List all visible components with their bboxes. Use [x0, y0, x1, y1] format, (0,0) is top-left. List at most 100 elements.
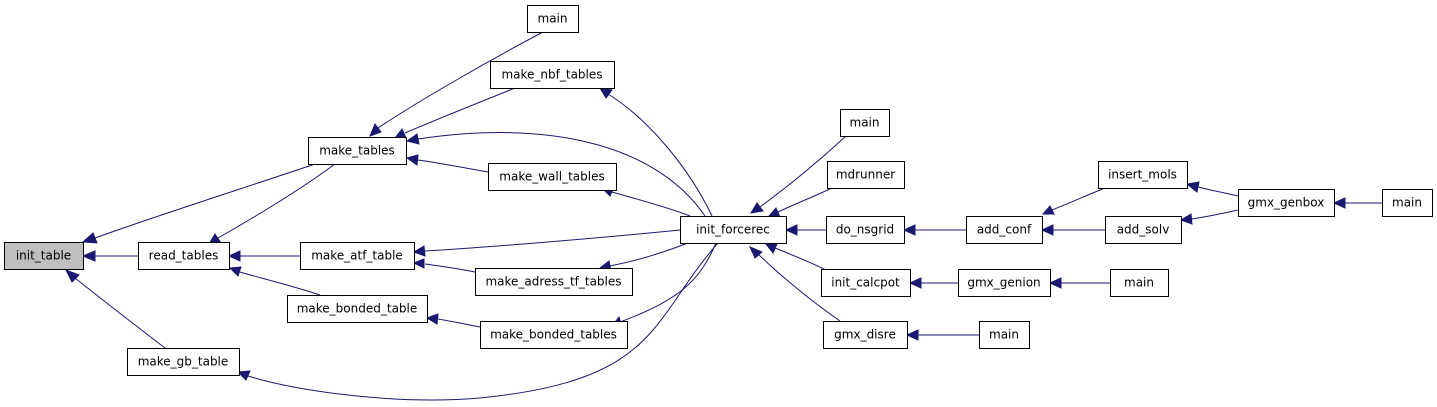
- edge-line: [757, 253, 841, 322]
- node-gmx-genion[interactable]: gmx_genion: [958, 269, 1051, 297]
- node-box[interactable]: [1382, 189, 1433, 217]
- node-do-nsgrid[interactable]: do_nsgrid: [826, 216, 905, 244]
- node-box[interactable]: [958, 269, 1051, 297]
- node-make-nbf-tables[interactable]: make_nbf_tables: [490, 61, 615, 89]
- arrow-head-icon: [764, 243, 778, 254]
- node-init-calcpot[interactable]: init_calcpot: [821, 269, 911, 297]
- edge-gmx_genbox-to-add_solv: [1179, 209, 1239, 225]
- node-box[interactable]: [300, 242, 415, 270]
- node-box[interactable]: [979, 321, 1030, 349]
- edge-init_forcerec-to-make_tables: [405, 132, 706, 217]
- edge-line: [774, 247, 827, 271]
- edge-make_nbf_tables-to-make_tables: [393, 87, 516, 139]
- arrow-head-icon: [767, 207, 781, 218]
- edge-line: [94, 163, 316, 239]
- node-main-top[interactable]: main: [527, 5, 579, 33]
- node-insert-mols[interactable]: insert_mols: [1098, 161, 1188, 189]
- node-box[interactable]: [138, 242, 230, 270]
- edge-line: [247, 242, 719, 401]
- node-box[interactable]: [826, 216, 905, 244]
- edge-init_calcpot-to-init_forcerec: [764, 243, 827, 271]
- arrow-head-icon: [81, 250, 96, 262]
- arrow-head-icon: [1041, 205, 1055, 215]
- node-mdrunner[interactable]: mdrunner: [827, 161, 905, 189]
- node-box[interactable]: [823, 321, 908, 349]
- node-box[interactable]: [1238, 189, 1335, 217]
- arrow-head-icon: [64, 269, 80, 283]
- edge-read_tables-to-init_table: [81, 250, 138, 262]
- node-label: init_calcpot: [831, 276, 900, 290]
- node-label: insert_mols: [1108, 168, 1177, 182]
- node-gmx-genbox[interactable]: gmx_genbox: [1238, 189, 1335, 217]
- edge-line: [759, 135, 847, 208]
- node-box[interactable]: [475, 268, 633, 296]
- node-box[interactable]: [127, 348, 240, 376]
- node-box[interactable]: [827, 161, 905, 189]
- edge-do_nsgrid-to-init_forcerec: [784, 224, 826, 236]
- node-make-adress-tf-tables[interactable]: make_adress_tf_tables: [475, 268, 633, 296]
- node-box[interactable]: [680, 216, 787, 244]
- node-make-tables[interactable]: make_tables: [308, 137, 407, 165]
- edge-line: [611, 191, 691, 217]
- node-label: mdrunner: [836, 168, 895, 182]
- node-init-table[interactable]: init_table: [4, 242, 84, 270]
- node-label: init_forcerec: [696, 223, 770, 237]
- node-main-genion[interactable]: main: [1110, 269, 1169, 297]
- node-box[interactable]: [966, 216, 1043, 244]
- edge-init_forcerec-to-make_gb_table: [236, 242, 719, 401]
- node-box[interactable]: [1110, 269, 1169, 297]
- node-label: make_gb_table: [138, 355, 229, 369]
- node-add-solv[interactable]: add_solv: [1105, 216, 1182, 244]
- edge-line: [424, 229, 681, 252]
- node-label: make_bonded_table: [297, 302, 418, 316]
- edge-line: [607, 93, 713, 217]
- node-make-bonded-tables[interactable]: make_bonded_tables: [480, 321, 628, 349]
- node-box[interactable]: [488, 163, 617, 191]
- arrow-head-icon: [1179, 213, 1193, 225]
- edge-main_genion-to-gmx_genion: [1048, 277, 1110, 289]
- node-label: main: [1124, 276, 1154, 290]
- node-box[interactable]: [840, 109, 890, 137]
- edge-insert_mols-to-add_conf: [1041, 187, 1106, 215]
- node-main-genbox[interactable]: main: [1382, 189, 1433, 217]
- edge-line: [777, 187, 833, 213]
- edge-gmx_genbox-to-insert_mols: [1185, 181, 1239, 197]
- node-main-mid[interactable]: main: [840, 109, 890, 137]
- arrow-head-icon: [405, 133, 420, 145]
- arrow-head-icon: [425, 313, 439, 325]
- edge-make_bonded_table-to-read_tables: [228, 266, 321, 296]
- node-read-tables[interactable]: read_tables: [138, 242, 230, 270]
- node-box[interactable]: [527, 5, 579, 33]
- node-make-gb-table[interactable]: make_gb_table: [127, 348, 240, 376]
- edge-gmx_disre-to-init_forcerec: [749, 246, 841, 322]
- arrow-head-icon: [393, 128, 407, 139]
- node-box[interactable]: [287, 295, 428, 323]
- node-init-forcerec[interactable]: init_forcerec: [680, 216, 787, 244]
- node-box[interactable]: [1105, 216, 1182, 244]
- edge-line: [1191, 209, 1239, 220]
- node-label: add_conf: [977, 223, 1032, 237]
- node-box[interactable]: [308, 137, 407, 165]
- edge-make_tables-to-read_tables: [208, 163, 336, 245]
- edges-layer: [64, 31, 1382, 401]
- edge-add_solv-to-add_conf: [1040, 224, 1105, 236]
- edge-line: [74, 277, 166, 349]
- node-make-wall-tables[interactable]: make_wall_tables: [488, 163, 617, 191]
- edge-line: [239, 271, 321, 296]
- node-label: make_adress_tf_tables: [485, 275, 621, 289]
- node-box[interactable]: [821, 269, 911, 297]
- node-gmx-disre[interactable]: gmx_disre: [823, 321, 908, 349]
- node-label: main: [850, 116, 880, 130]
- node-main-disre[interactable]: main: [979, 321, 1030, 349]
- edge-init_forcerec-to-make_adress_tf_tables: [598, 242, 689, 272]
- node-box[interactable]: [480, 321, 628, 349]
- node-label: add_solv: [1117, 223, 1170, 237]
- node-box[interactable]: [490, 61, 615, 89]
- node-box[interactable]: [4, 242, 84, 270]
- node-make-atf-table[interactable]: make_atf_table: [300, 242, 415, 270]
- node-add-conf[interactable]: add_conf: [966, 216, 1043, 244]
- node-box[interactable]: [1098, 161, 1188, 189]
- edge-line: [1197, 186, 1239, 197]
- node-make-bonded-table[interactable]: make_bonded_table: [287, 295, 428, 323]
- node-label: main: [538, 12, 568, 26]
